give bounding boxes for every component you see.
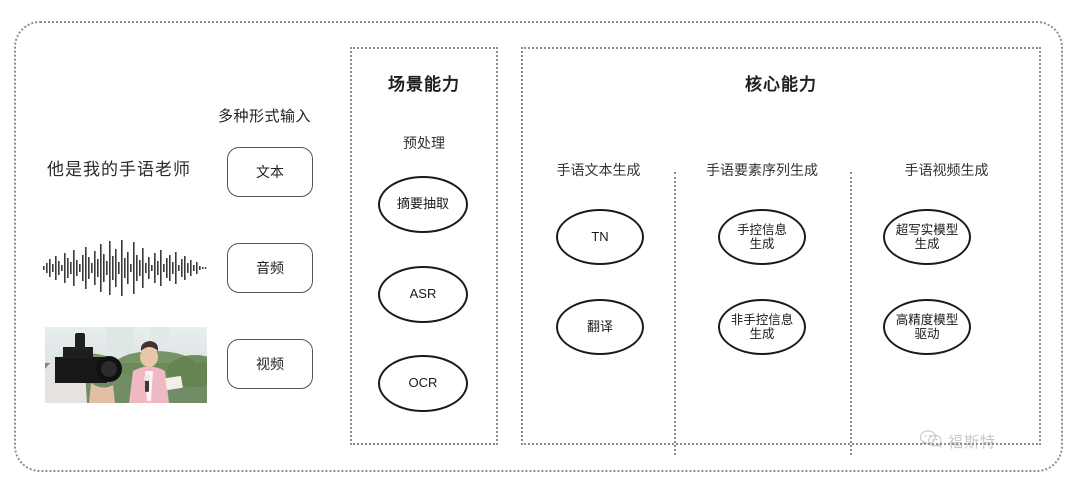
core-node-translation[interactable]: 翻译: [556, 299, 644, 355]
sample-sentence-text: 他是我的手语老师: [47, 160, 191, 179]
input-chip-text-label: 文本: [256, 164, 284, 180]
core-node-photoreal-model-generation-line2: 生成: [914, 237, 940, 251]
core-node-manual-feature-generation-label: 手控信息 生成: [737, 223, 787, 252]
core-node-photoreal-model-generation[interactable]: 超写实模型 生成: [883, 209, 971, 265]
core-node-non-manual-feature-generation-label: 非手控信息 生成: [731, 313, 794, 342]
input-chip-audio-label: 音频: [256, 260, 284, 276]
core-node-manual-feature-generation[interactable]: 手控信息 生成: [718, 209, 806, 265]
outer-dotted-frame: [14, 21, 1063, 472]
core-capability-title: 核心能力: [745, 75, 817, 94]
core-node-photoreal-model-generation-line1: 超写实模型: [895, 222, 959, 237]
core-node-high-precision-model-driving-line1: 高精度模型: [895, 312, 959, 327]
scene-node-ocr[interactable]: OCR: [378, 355, 468, 412]
scene-preprocess-subtitle: 预处理: [403, 135, 445, 151]
scene-capability-title: 场景能力: [388, 75, 460, 94]
core-node-manual-feature-generation-line2: 生成: [749, 237, 775, 251]
core-column-1-header: 手语文本生成: [556, 162, 641, 178]
core-node-tn[interactable]: TN: [556, 209, 644, 265]
watermark-text: 福斯特: [948, 434, 997, 451]
core-column-2-header: 手语要素序列生成: [706, 162, 818, 178]
core-column-divider-2: [850, 172, 852, 455]
core-node-high-precision-model-driving[interactable]: 高精度模型 驱动: [883, 299, 971, 355]
input-chip-audio[interactable]: 音频: [227, 243, 313, 293]
input-chip-video[interactable]: 视频: [227, 339, 313, 389]
watermark: 福斯特: [919, 430, 997, 453]
core-node-high-precision-model-driving-line2: 驱动: [914, 327, 940, 341]
core-node-tn-label: TN: [591, 228, 609, 244]
input-chip-video-label: 视频: [256, 356, 284, 372]
audio-waveform-icon: [43, 238, 207, 298]
core-node-non-manual-feature-generation[interactable]: 非手控信息 生成: [718, 299, 806, 355]
core-column-3-header: 手语视频生成: [904, 162, 989, 178]
core-node-photoreal-model-generation-label: 超写实模型 生成: [896, 223, 959, 252]
core-node-manual-feature-generation-line1: 手控信息: [736, 222, 787, 237]
scene-node-ocr-label: OCR: [408, 375, 438, 391]
scene-node-summary-extraction-label: 摘要抽取: [396, 196, 449, 212]
core-node-translation-label: 翻译: [586, 318, 613, 334]
scene-node-summary-extraction[interactable]: 摘要抽取: [378, 176, 468, 233]
core-column-divider-1: [674, 172, 676, 455]
wechat-icon: [919, 430, 943, 453]
core-node-non-manual-feature-generation-line1: 非手控信息: [730, 312, 794, 327]
scene-node-asr[interactable]: ASR: [378, 266, 468, 323]
core-capability-panel: 核心能力 手语文本生成 TN 翻译 手语要素序列生成 手控信息 生成 非手控信息…: [521, 47, 1041, 455]
input-chip-text[interactable]: 文本: [227, 147, 313, 197]
core-node-non-manual-feature-generation-line2: 生成: [749, 327, 775, 341]
scene-capability-panel: 场景能力 预处理 摘要抽取 ASR OCR: [350, 47, 498, 445]
video-thumbnail: [45, 327, 207, 403]
core-node-high-precision-model-driving-label: 高精度模型 驱动: [896, 313, 959, 342]
input-section-heading: 多种形式输入: [218, 108, 312, 125]
scene-node-asr-label: ASR: [409, 286, 437, 302]
